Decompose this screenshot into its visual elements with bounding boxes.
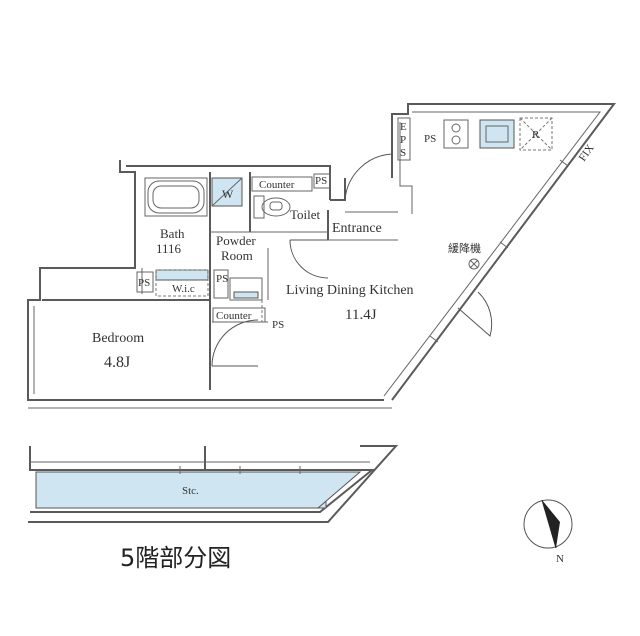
- storage-label: Stc.: [182, 485, 199, 497]
- counter-bottom-label: Counter: [216, 310, 252, 322]
- floor-caption: 5階部分図: [120, 544, 231, 572]
- eps-label-s: S: [400, 147, 406, 159]
- ldk-size: 11.4J: [345, 307, 377, 323]
- escape-hatch-label: 緩降機: [448, 241, 481, 255]
- wic-label: W.i.c: [172, 283, 195, 295]
- toilet-label: Toilet: [290, 207, 321, 222]
- escape-hatch-symbol: [468, 258, 480, 270]
- vanity: [229, 277, 263, 301]
- bathtub: [147, 180, 205, 214]
- powder-label-line2: Room: [221, 248, 253, 263]
- outer-walls: [27, 103, 616, 409]
- ps-top-label: PS: [315, 175, 327, 187]
- bedroom-size: 4.8J: [104, 354, 130, 371]
- balcony: Stc.: [28, 445, 399, 523]
- powder-label-line1: Powder: [216, 233, 256, 248]
- entrance-door: [344, 153, 393, 201]
- ps-left-label: PS: [138, 277, 150, 289]
- sink: [479, 119, 515, 149]
- compass-ring: [523, 499, 573, 549]
- fridge-space: [519, 117, 553, 151]
- stove: [443, 119, 469, 149]
- counter-top-label: Counter: [259, 179, 295, 191]
- ps-bottom-label: PS: [272, 319, 284, 331]
- walk-in-closet: PS W.i.c: [136, 269, 209, 297]
- counter-bottom: [212, 307, 266, 323]
- ps-mid-label: PS: [216, 273, 228, 285]
- toilet-tank: [253, 195, 265, 219]
- eps-label-e: E: [400, 121, 407, 133]
- interior-walls: [42, 172, 398, 390]
- ldk: Living Dining Kitchen 11.4J 緩降機: [286, 159, 569, 343]
- compass-north-label: N: [556, 553, 564, 565]
- counter-top: [251, 176, 313, 192]
- bedroom-label: Bedroom: [92, 331, 144, 346]
- bedroom-door: [211, 319, 259, 367]
- bath-label: Bath: [160, 226, 185, 241]
- balcony-door: [457, 291, 493, 337]
- eps-label-p: P: [400, 134, 406, 146]
- entrance: Entrance: [289, 153, 393, 279]
- compass: N: [523, 499, 573, 565]
- bath: Bath 1116: [144, 177, 208, 256]
- bedroom: Bedroom 4.8J: [92, 319, 259, 371]
- washer-label: W: [222, 187, 234, 201]
- toilet-door: [289, 239, 329, 279]
- fridge-label: R: [532, 129, 540, 141]
- sanitary-area: W Counter PS Toilet Powder Room PS Count…: [211, 173, 331, 331]
- bath-size: 1116: [156, 241, 182, 256]
- entrance-label: Entrance: [332, 221, 382, 236]
- compass-arrow-icon: [542, 500, 560, 548]
- ldk-label: Living Dining Kitchen: [286, 283, 414, 298]
- kitchen: E P S PS R FIX: [397, 117, 597, 164]
- fix-label: FIX: [577, 142, 597, 163]
- toilet-bowl: [261, 197, 291, 217]
- ps-kitchen-label: PS: [424, 133, 436, 145]
